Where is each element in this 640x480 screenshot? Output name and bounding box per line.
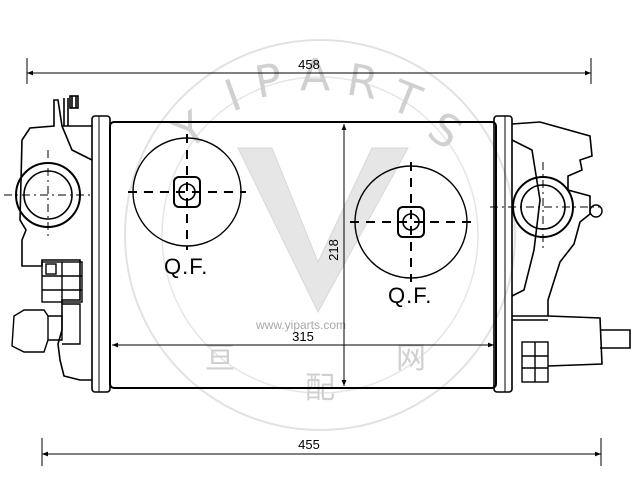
right-tank	[493, 115, 631, 393]
left-inlet-pipe	[4, 150, 92, 240]
watermark: Y I P A R T S 亘 配 网 www.yiparts.com	[124, 39, 516, 431]
watermark-ring-y: Y	[164, 102, 216, 160]
left-bracket	[11, 261, 83, 353]
qf-marker-right	[350, 162, 472, 282]
qf-label-right: Q.F.	[388, 283, 432, 308]
watermark-char-3: 网	[396, 341, 426, 376]
dimension-overall-top	[26, 58, 592, 84]
watermark-url: www.yiparts.com	[255, 318, 346, 332]
watermark-ring-p: P	[251, 54, 286, 109]
watermark-v-logo	[237, 147, 409, 314]
watermark-ring-s: S	[419, 102, 471, 160]
watermark-ring-r: R	[343, 55, 382, 111]
watermark-ring-t: T	[383, 71, 428, 129]
dimension-label-455: 455	[298, 437, 320, 452]
qf-label-left: Q.F.	[164, 254, 208, 279]
left-tank	[19, 95, 111, 393]
watermark-ring-a: A	[300, 50, 330, 101]
right-outlet-pipe	[490, 162, 603, 250]
dimension-label-315: 315	[292, 329, 314, 344]
dimension-label-218: 218	[326, 239, 341, 261]
dimension-label-458: 458	[298, 57, 320, 72]
dimension-overall-bottom	[41, 438, 602, 466]
qf-marker-left	[128, 134, 246, 250]
right-connector	[521, 341, 549, 383]
watermark-char-1: 亘	[205, 341, 235, 376]
